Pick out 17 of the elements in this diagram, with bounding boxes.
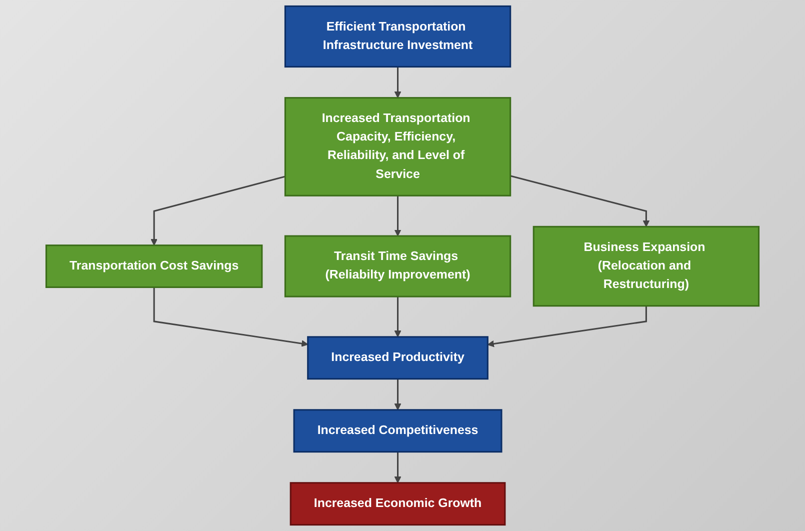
node-box: Efficient Transportation Infrastructure Investment [284, 5, 512, 68]
node-box: Transportation Cost Savings [45, 244, 263, 288]
arrow [394, 378, 402, 410]
node-box: Business Expansion (Relocation and Restructuring) [532, 226, 760, 307]
arrow [487, 306, 647, 348]
arrow [153, 287, 308, 347]
arrow [394, 196, 402, 236]
node-box: Increased Transportation Capacity, Efficiency, Reliability, and Level of Service [284, 97, 512, 196]
arrow [394, 66, 402, 98]
node-box: Increased Economic Growth [290, 482, 506, 526]
arrow [394, 452, 402, 484]
node-box: Increased Productivity [307, 336, 488, 380]
arrow [150, 176, 286, 246]
arrow [510, 175, 650, 227]
node-box: Transit Time Savings (Reliabilty Improvement) [284, 235, 512, 298]
node-box: Increased Competitiveness [293, 409, 502, 453]
arrow [394, 296, 402, 338]
